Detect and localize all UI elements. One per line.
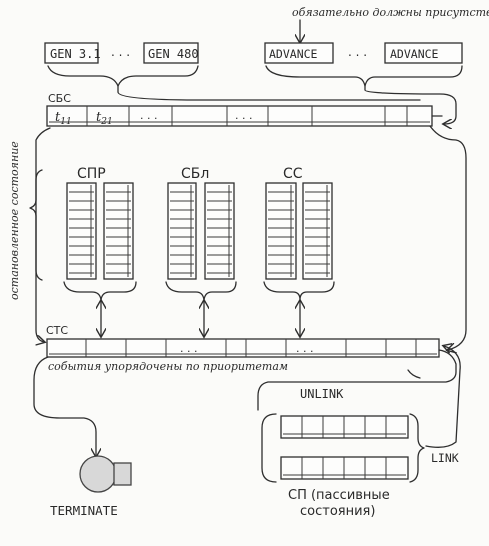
side-brace [29, 169, 43, 281]
advance-block-1 [264, 42, 334, 64]
right-loop [429, 125, 467, 350]
unlink-loop [257, 349, 457, 411]
cec-dots-1: . . . [140, 109, 157, 122]
ctc-label: СТС [46, 324, 68, 337]
link-connector [425, 346, 461, 448]
advance-block-1-label: ADVANCE [269, 47, 318, 61]
column-header-1: СПР [77, 166, 106, 182]
passive-chain-2 [280, 456, 409, 480]
column-header-3: СС [283, 166, 303, 182]
ctc-caption: события упорядочены по приоритетам [48, 360, 288, 373]
top-note: обязательно должны присутствовать [292, 6, 489, 19]
left-loop [36, 127, 51, 342]
column-group-1 [66, 182, 134, 280]
terminate-symbol [79, 455, 132, 493]
passive-chain-1 [280, 415, 409, 439]
ctc-dots-2: . . . [296, 342, 313, 355]
gen-block-1 [44, 42, 99, 64]
cec-dots-2: . . . [235, 109, 252, 122]
brace-col-3 [263, 281, 335, 301]
brace-col-1 [63, 281, 137, 301]
advance-block-2-label: ADVANCE [390, 47, 439, 61]
ctc-dots-1: . . . [180, 342, 197, 355]
terminate-label: TERMINATE [50, 503, 118, 518]
gen-connector [117, 85, 421, 101]
link-label: LINK [431, 451, 459, 465]
unlink-label: UNLINK [300, 387, 344, 401]
passive-bracket-left [261, 413, 277, 483]
brace-col-2 [165, 281, 237, 301]
terminate-path [33, 356, 96, 456]
advance-block-2 [384, 42, 463, 64]
column-group-2 [167, 182, 235, 280]
gen-block-2-label: GEN 480 [148, 47, 199, 61]
gen-dots: . . . [111, 45, 130, 59]
gen-block-2 [143, 42, 199, 64]
column-header-2: СБл [181, 166, 209, 182]
side-note: остановленное состояние [8, 141, 21, 300]
gen-brace [47, 65, 199, 87]
passive-label-2: состояния) [300, 504, 375, 519]
passive-brace-right [409, 413, 425, 483]
column-rungs [69, 185, 330, 277]
gen-block-1-label: GEN 3.1 [50, 47, 101, 61]
cec-cell-2: t21 [96, 110, 113, 127]
cec-label: СБС [48, 92, 71, 105]
cec-cell-1: t11 [55, 110, 72, 127]
advance-connector [364, 85, 457, 124]
column-group-3 [265, 182, 333, 280]
passive-label-1: СП (пассивные [288, 488, 390, 503]
advance-dots: . . . [348, 45, 367, 59]
unlink-tick [407, 369, 421, 379]
ctc-chain [46, 338, 440, 358]
advance-brace [265, 65, 463, 87]
